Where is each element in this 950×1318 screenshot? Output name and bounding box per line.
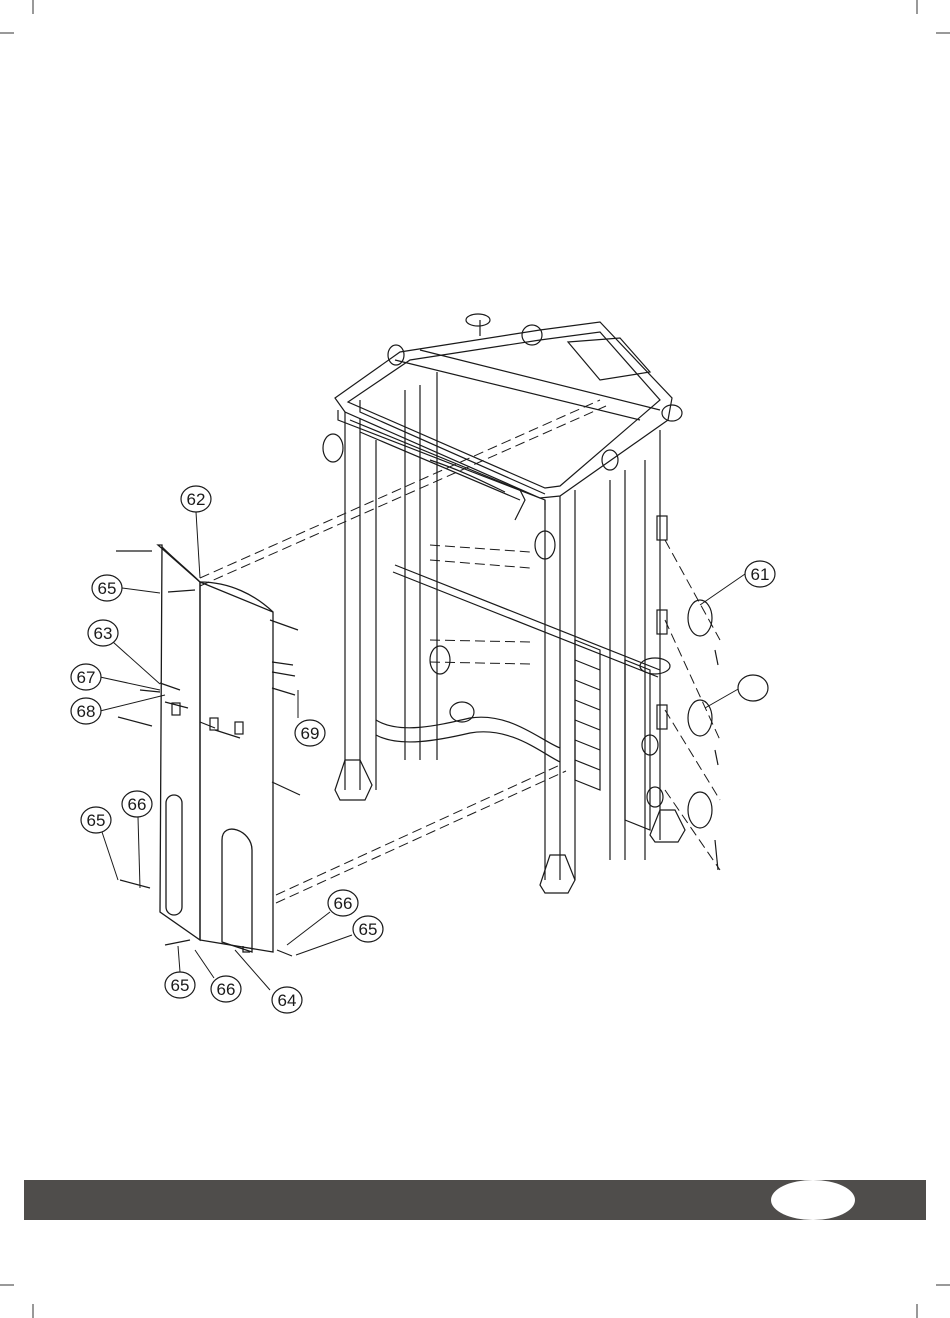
callout-66-left: 66 <box>122 791 152 817</box>
svg-text:66: 66 <box>128 795 147 814</box>
callout-62: 62 <box>181 486 211 512</box>
callout-69: 69 <box>295 720 325 746</box>
callout-66-bottom: 66 <box>211 976 241 1002</box>
svg-text:69: 69 <box>301 724 320 743</box>
callout-61: 61 <box>745 561 775 587</box>
callout-65-left: 65 <box>81 807 111 833</box>
svg-text:65: 65 <box>87 811 106 830</box>
svg-text:65: 65 <box>359 920 378 939</box>
svg-text:65: 65 <box>98 579 117 598</box>
svg-text:65: 65 <box>171 976 190 995</box>
svg-text:61: 61 <box>751 565 770 584</box>
callout-68: 68 <box>71 698 101 724</box>
callouts: 62 65 63 67 68 69 61 66 65 66 65 65 66 6… <box>71 486 775 1013</box>
callout-66-right: 66 <box>328 890 358 916</box>
callout-65-right: 65 <box>353 916 383 942</box>
svg-text:62: 62 <box>187 490 206 509</box>
callout-65-bottom: 65 <box>165 972 195 998</box>
assembly-guide-lines <box>200 400 720 903</box>
callout-67: 67 <box>71 664 101 690</box>
svg-text:67: 67 <box>77 668 96 687</box>
right-bracket-parts <box>657 516 718 870</box>
callout-63: 63 <box>88 620 118 646</box>
callout-64: 64 <box>272 987 302 1013</box>
callout-65-top: 65 <box>92 575 122 601</box>
svg-text:66: 66 <box>217 980 236 999</box>
svg-text:63: 63 <box>94 624 113 643</box>
svg-text:68: 68 <box>77 702 96 721</box>
svg-text:66: 66 <box>334 894 353 913</box>
power-rack-frame <box>323 314 685 893</box>
shield-panels <box>158 545 273 952</box>
callout-blank <box>738 675 768 701</box>
svg-text:64: 64 <box>278 991 297 1010</box>
